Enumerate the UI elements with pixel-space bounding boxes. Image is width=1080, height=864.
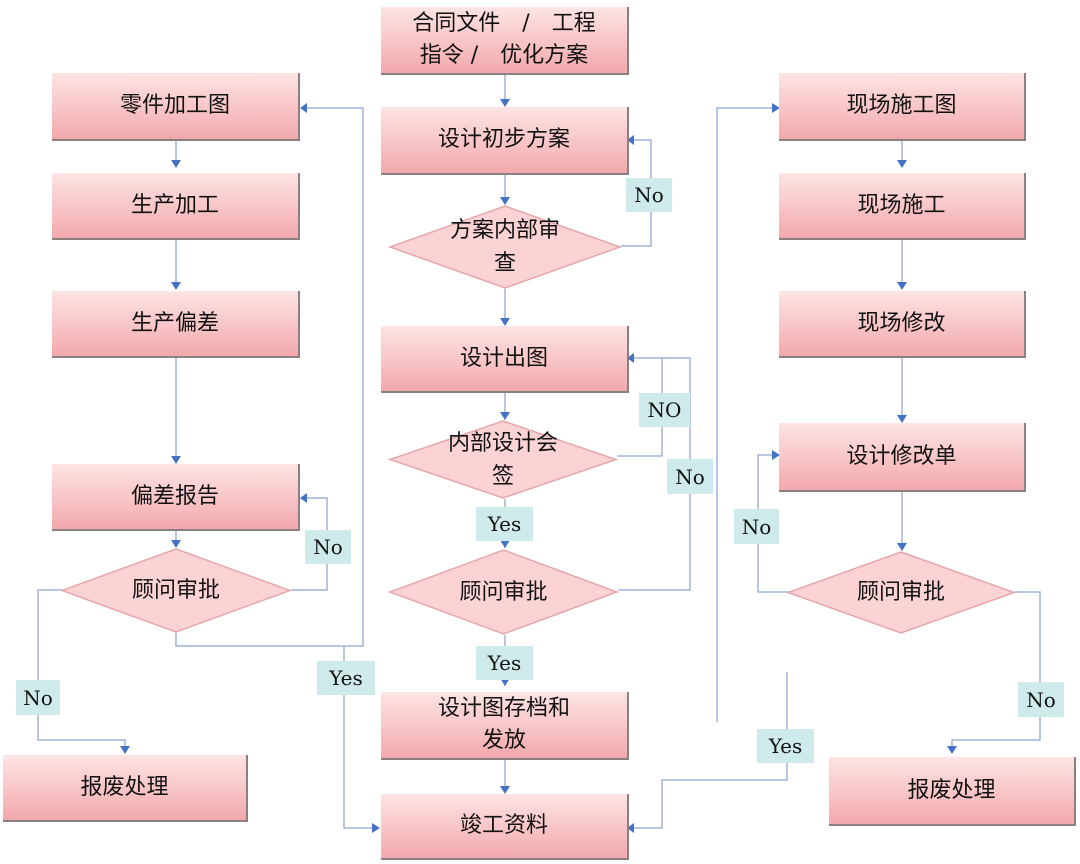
arrowhead-report — [171, 456, 181, 464]
preliminary-design-box: 设计初步方案 — [381, 107, 629, 175]
label-yes-right: Yes — [757, 729, 814, 763]
deviation-report-box: 偏差报告 — [52, 464, 300, 531]
arrowhead-scrap-left — [120, 746, 130, 754]
label-no-right-loop: No — [734, 509, 779, 544]
scrap-right-box: 报废处理 — [829, 757, 1076, 826]
label-no-left-loop: No — [305, 530, 351, 564]
label-yes-signoff: Yes — [476, 507, 533, 541]
as-built-box: 竣工资料 — [381, 794, 629, 860]
part-drawing-box: 零件加工图 — [52, 73, 300, 141]
arrowhead-change — [897, 415, 907, 423]
arrowhead-modification — [897, 282, 907, 290]
arrowhead-asbuilt-left — [372, 823, 380, 833]
internal-review-text: 方案内部审 查 — [449, 218, 560, 276]
label-no-left-scrap: No — [16, 680, 60, 715]
arrowhead-deviation — [171, 282, 181, 290]
site-drawing-box: 现场施工图 — [779, 73, 1026, 141]
connector-left-yes — [175, 107, 364, 647]
site-construction-box: 现场施工 — [779, 173, 1026, 240]
internal-review-diamond: 方案内部审 查 — [387, 205, 623, 289]
arrowhead-scrap-right — [947, 746, 957, 754]
arrowhead-signoff — [500, 412, 510, 420]
arrowhead-asbuilt-right — [627, 823, 634, 833]
archive-release-box: 设计图存档和 发放 — [381, 692, 629, 760]
consultant-approval-mid-diamond: 顾问审批 — [387, 549, 620, 635]
label-no-review: No — [626, 178, 672, 212]
arrowhead-production — [171, 160, 181, 168]
arrowhead-report-return — [300, 493, 307, 503]
consultant-approval-left-text: 顾问审批 — [131, 578, 220, 603]
label-yes-left: Yes — [317, 661, 375, 695]
arrowhead-site — [897, 160, 907, 168]
production-deviation-box: 生产偏差 — [52, 291, 300, 358]
arrowhead-design — [500, 318, 510, 326]
consultant-approval-right-text: 顾问审批 — [856, 580, 945, 605]
arrowhead-review — [500, 197, 510, 205]
arrowhead-prelim-return — [627, 135, 634, 145]
label-no-design-upper: NO — [639, 393, 690, 427]
label-yes-approval-mid: Yes — [476, 646, 533, 680]
contract-docs-box: 合同文件 / 工程 指令 / 优化方案 — [381, 7, 629, 75]
arrowhead-approval-right — [897, 543, 907, 551]
label-no-right-scrap: No — [1018, 682, 1064, 717]
internal-signoff-text: 内部设计会 签 — [447, 430, 558, 489]
label-no-design-lower: No — [667, 459, 713, 494]
connector-archive-to-site — [716, 107, 772, 722]
consultant-approval-mid-text: 顾问审批 — [459, 579, 548, 605]
arrowhead-part-return — [300, 103, 307, 113]
arrowhead-prelim — [500, 99, 510, 107]
internal-signoff-diamond: 内部设计会 签 — [387, 420, 619, 499]
consultant-approval-right-diamond: 顾问审批 — [785, 551, 1017, 634]
scrap-left-box: 报废处理 — [3, 755, 248, 822]
design-change-order-box: 设计修改单 — [779, 423, 1026, 492]
arrowhead-archive — [500, 678, 510, 686]
arrowhead-approval-mid — [500, 540, 510, 548]
consultant-approval-left-diamond: 顾问审批 — [59, 548, 293, 633]
connector-left-to-asbuilt — [343, 646, 372, 829]
arrowhead-change-return — [772, 450, 780, 460]
connector-right-no-scrap — [951, 591, 1041, 750]
arrowhead-approval-left — [171, 540, 181, 548]
arrowhead-asbuilt — [500, 786, 510, 794]
production-box: 生产加工 — [52, 173, 300, 240]
arrowhead-design-return — [627, 353, 634, 363]
arrowhead-site-drawing — [772, 103, 780, 113]
connector-left-no-scrap — [37, 589, 126, 750]
design-drawing-box: 设计出图 — [381, 326, 629, 393]
site-modification-box: 现场修改 — [779, 291, 1026, 358]
